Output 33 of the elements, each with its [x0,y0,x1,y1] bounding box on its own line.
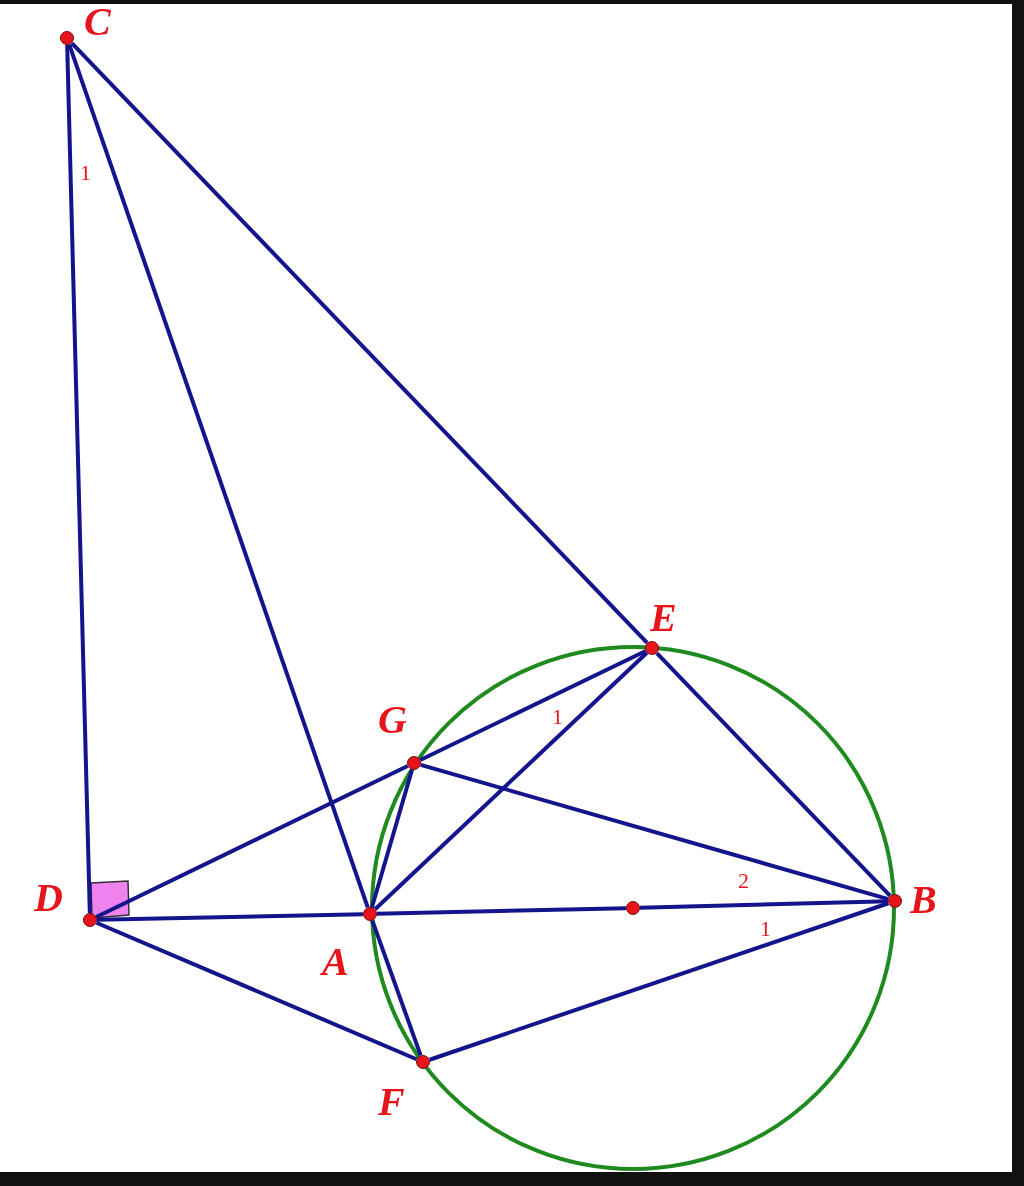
point-marker [626,901,640,915]
line-segment [639,899,889,910]
point-label: B [910,880,937,920]
point-label: E [650,598,677,638]
line-segment [370,919,423,1057]
line-segment [95,920,418,1062]
point-marker [83,913,97,927]
angle-number: 2 [738,870,749,892]
point-label: F [378,1082,405,1122]
line-segment [420,763,889,901]
line-segment [96,912,364,922]
line-segment [95,764,409,919]
line-segment [70,41,649,645]
angle-number: 1 [80,162,91,184]
angle-number: 1 [760,918,771,940]
point-label: A [322,942,349,982]
point-label: C [84,2,111,42]
line-segment [376,906,627,916]
line-segment [65,44,92,914]
point-marker [363,907,377,921]
point-label: G [378,700,407,740]
line-segment [370,769,414,908]
line-segment [419,649,647,762]
line-segment [67,43,370,909]
point-marker [416,1055,430,1069]
point-marker [888,894,902,908]
line-segment [373,651,649,911]
point-marker [60,31,74,45]
line-segment [429,901,889,1062]
angle-number: 1 [552,706,563,728]
line-segment [655,651,892,898]
point-label: D [34,878,63,918]
point-marker [407,756,421,770]
